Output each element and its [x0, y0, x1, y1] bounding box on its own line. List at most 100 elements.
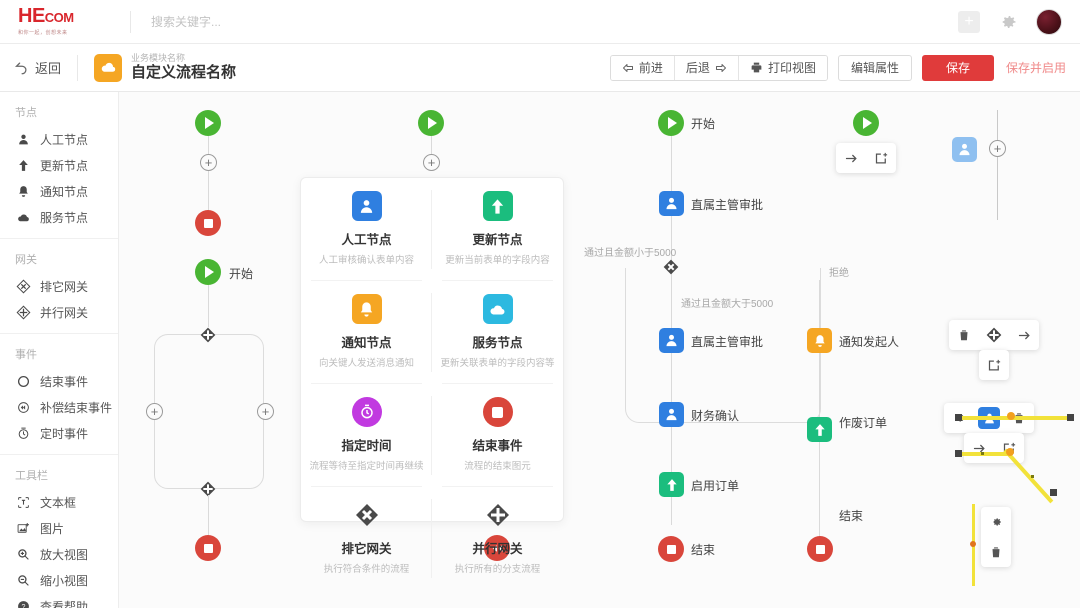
arrow-right-outline-icon: [715, 63, 726, 72]
edge-endpoint-handle[interactable]: [1067, 414, 1074, 421]
upload-arrow-icon: [666, 478, 677, 491]
app-logo[interactable]: HECOM 和你一起，创想未来: [0, 6, 120, 36]
node-palette-panel[interactable]: 人工节点 人工审核确认表单内容 更新节点 更新当前表单的字段内容 通知节点 向关…: [300, 177, 564, 578]
selected-edge-bent-segment1[interactable]: [957, 452, 1012, 456]
sidebar-item-zoom-in[interactable]: 放大视图: [0, 541, 118, 567]
backward-button[interactable]: 后退: [673, 55, 738, 80]
end-event-node[interactable]: [195, 210, 221, 236]
search-input[interactable]: 搜索关键字...: [151, 15, 222, 29]
notify-node[interactable]: [807, 328, 832, 353]
plus-circle-icon[interactable]: +: [200, 154, 217, 171]
trash-icon[interactable]: [981, 537, 1011, 567]
sidebar-item-textbox[interactable]: 文本框: [0, 489, 118, 515]
edit-attributes-button[interactable]: 编辑属性: [837, 54, 912, 81]
condition-label: 通过且金额小于5000: [584, 248, 677, 259]
parallel-branch-path: [154, 334, 264, 489]
sidebar-item-parallel-gateway[interactable]: 并行网关: [0, 299, 118, 325]
parallel-gateway-icon[interactable]: [200, 481, 216, 497]
update-node[interactable]: [659, 472, 684, 497]
top-header: HECOM 和你一起，创想未来 搜索关键字... +: [0, 0, 1080, 44]
palette-item-human-node[interactable]: 人工节点 人工审核确认表单内容: [301, 178, 432, 281]
edge-waypoint[interactable]: [981, 452, 984, 455]
trash-icon[interactable]: [949, 320, 979, 350]
node-toolbar-primary[interactable]: [949, 320, 1039, 350]
print-button[interactable]: 打印视图: [737, 55, 827, 80]
start-event-node[interactable]: [195, 259, 221, 285]
palette-item-service-node[interactable]: 服务节点 更新关联表单的字段内容等: [432, 281, 563, 384]
exclusive-gateway-icon[interactable]: [663, 259, 679, 275]
node-context-toolbar[interactable]: [836, 143, 896, 173]
human-task-node[interactable]: [659, 191, 684, 216]
rewind-button[interactable]: [484, 535, 510, 561]
sidebar-item-service-node[interactable]: 服务节点: [0, 204, 118, 230]
sidebar-item-label: 图片: [40, 521, 65, 536]
plus-circle-icon[interactable]: +: [989, 140, 1006, 157]
sidebar-item-zoom-out[interactable]: 缩小视图: [0, 567, 118, 593]
add-button[interactable]: +: [958, 10, 980, 33]
edge-midpoint-handle[interactable]: [970, 541, 976, 547]
start-event-node[interactable]: [195, 110, 221, 136]
person-icon: [666, 334, 677, 347]
gear-icon[interactable]: [998, 12, 1018, 32]
sidebar-item-timer-event[interactable]: 定时事件: [0, 420, 118, 446]
palette-item-parallel-gateway[interactable]: 并行网关 执行所有的分支流程: [432, 487, 563, 590]
cloud-glyph-icon: [101, 62, 115, 72]
sidebar-item-exclusive-gateway[interactable]: 排它网关: [0, 273, 118, 299]
selected-edge-bent-segment2[interactable]: [1003, 448, 1054, 504]
textbox-icon: [16, 495, 31, 510]
edge-endpoint-handle[interactable]: [955, 450, 962, 457]
edge-endpoint-handle[interactable]: [1050, 489, 1057, 496]
human-task-node-ghost[interactable]: [952, 137, 977, 162]
flow-title-block: 业务模块名称 自定义流程名称: [131, 53, 236, 82]
flow-connector: [208, 495, 209, 535]
start-event-node[interactable]: [418, 110, 444, 136]
palette-item-exclusive-gateway[interactable]: 排它网关 执行符合条件的流程: [301, 487, 432, 590]
edge-waypoint[interactable]: [1031, 475, 1034, 478]
arrow-right-icon[interactable]: [964, 433, 994, 463]
back-button[interactable]: 返回: [0, 58, 61, 77]
human-task-node[interactable]: [659, 402, 684, 427]
parallel-gateway-icon[interactable]: [979, 320, 1009, 350]
palette-item-end-event[interactable]: 结束事件 流程的结束图元: [432, 384, 563, 487]
palette-item-timer[interactable]: 指定时间 流程等待至指定时间再继续: [301, 384, 432, 487]
add-node-icon[interactable]: [866, 143, 896, 173]
palette-item-update-node[interactable]: 更新节点 更新当前表单的字段内容: [432, 178, 563, 281]
sidebar-item-notify-node[interactable]: 通知节点: [0, 178, 118, 204]
plus-circle-icon[interactable]: +: [257, 403, 274, 420]
end-event-node[interactable]: [658, 536, 684, 562]
sidebar-item-human-node[interactable]: 人工节点: [0, 126, 118, 152]
user-avatar[interactable]: [1036, 8, 1062, 35]
person-icon: [959, 143, 970, 156]
sidebar-item-update-node[interactable]: 更新节点: [0, 152, 118, 178]
palette-item-name: 更新节点: [472, 233, 523, 247]
sidebar-item-help[interactable]: ? 查看帮助: [0, 593, 118, 608]
arrow-right-icon[interactable]: [836, 143, 866, 173]
save-button[interactable]: 保存: [921, 54, 994, 81]
sidebar-item-end-event[interactable]: 结束事件: [0, 368, 118, 394]
end-event-node[interactable]: [195, 535, 221, 561]
sidebar-item-image[interactable]: 图片: [0, 515, 118, 541]
sidebar-item-label: 人工节点: [40, 132, 89, 147]
start-event-node[interactable]: [853, 110, 879, 136]
edge-endpoint-handle[interactable]: [955, 414, 962, 421]
add-node-icon[interactable]: [979, 350, 1009, 380]
parallel-gateway-icon[interactable]: [200, 327, 216, 343]
sidebar-item-compensate-end-event[interactable]: 补偿结束事件: [0, 394, 118, 420]
gear-icon[interactable]: [981, 507, 1011, 537]
arrow-right-icon[interactable]: [1009, 320, 1039, 350]
edge-midpoint-handle[interactable]: [1006, 448, 1014, 456]
end-event-node[interactable]: [807, 536, 833, 562]
human-task-node[interactable]: [659, 328, 684, 353]
update-node[interactable]: [807, 417, 832, 442]
plus-circle-icon[interactable]: +: [423, 154, 440, 171]
palette-item-notify-node[interactable]: 通知节点 向关键人发送消息通知: [301, 281, 432, 384]
edge-midpoint-handle[interactable]: [1007, 412, 1015, 420]
forward-button[interactable]: 前进: [610, 55, 674, 80]
flow-canvas[interactable]: + 开始 + + +: [119, 92, 1080, 608]
start-event-node[interactable]: [658, 110, 684, 136]
plus-circle-icon[interactable]: +: [146, 403, 163, 420]
save-and-enable-button[interactable]: 保存并启用: [1005, 61, 1066, 75]
upload-arrow-icon: [16, 158, 31, 173]
edge-context-toolbar[interactable]: [981, 507, 1011, 567]
node-toolbar-secondary[interactable]: [979, 350, 1009, 380]
